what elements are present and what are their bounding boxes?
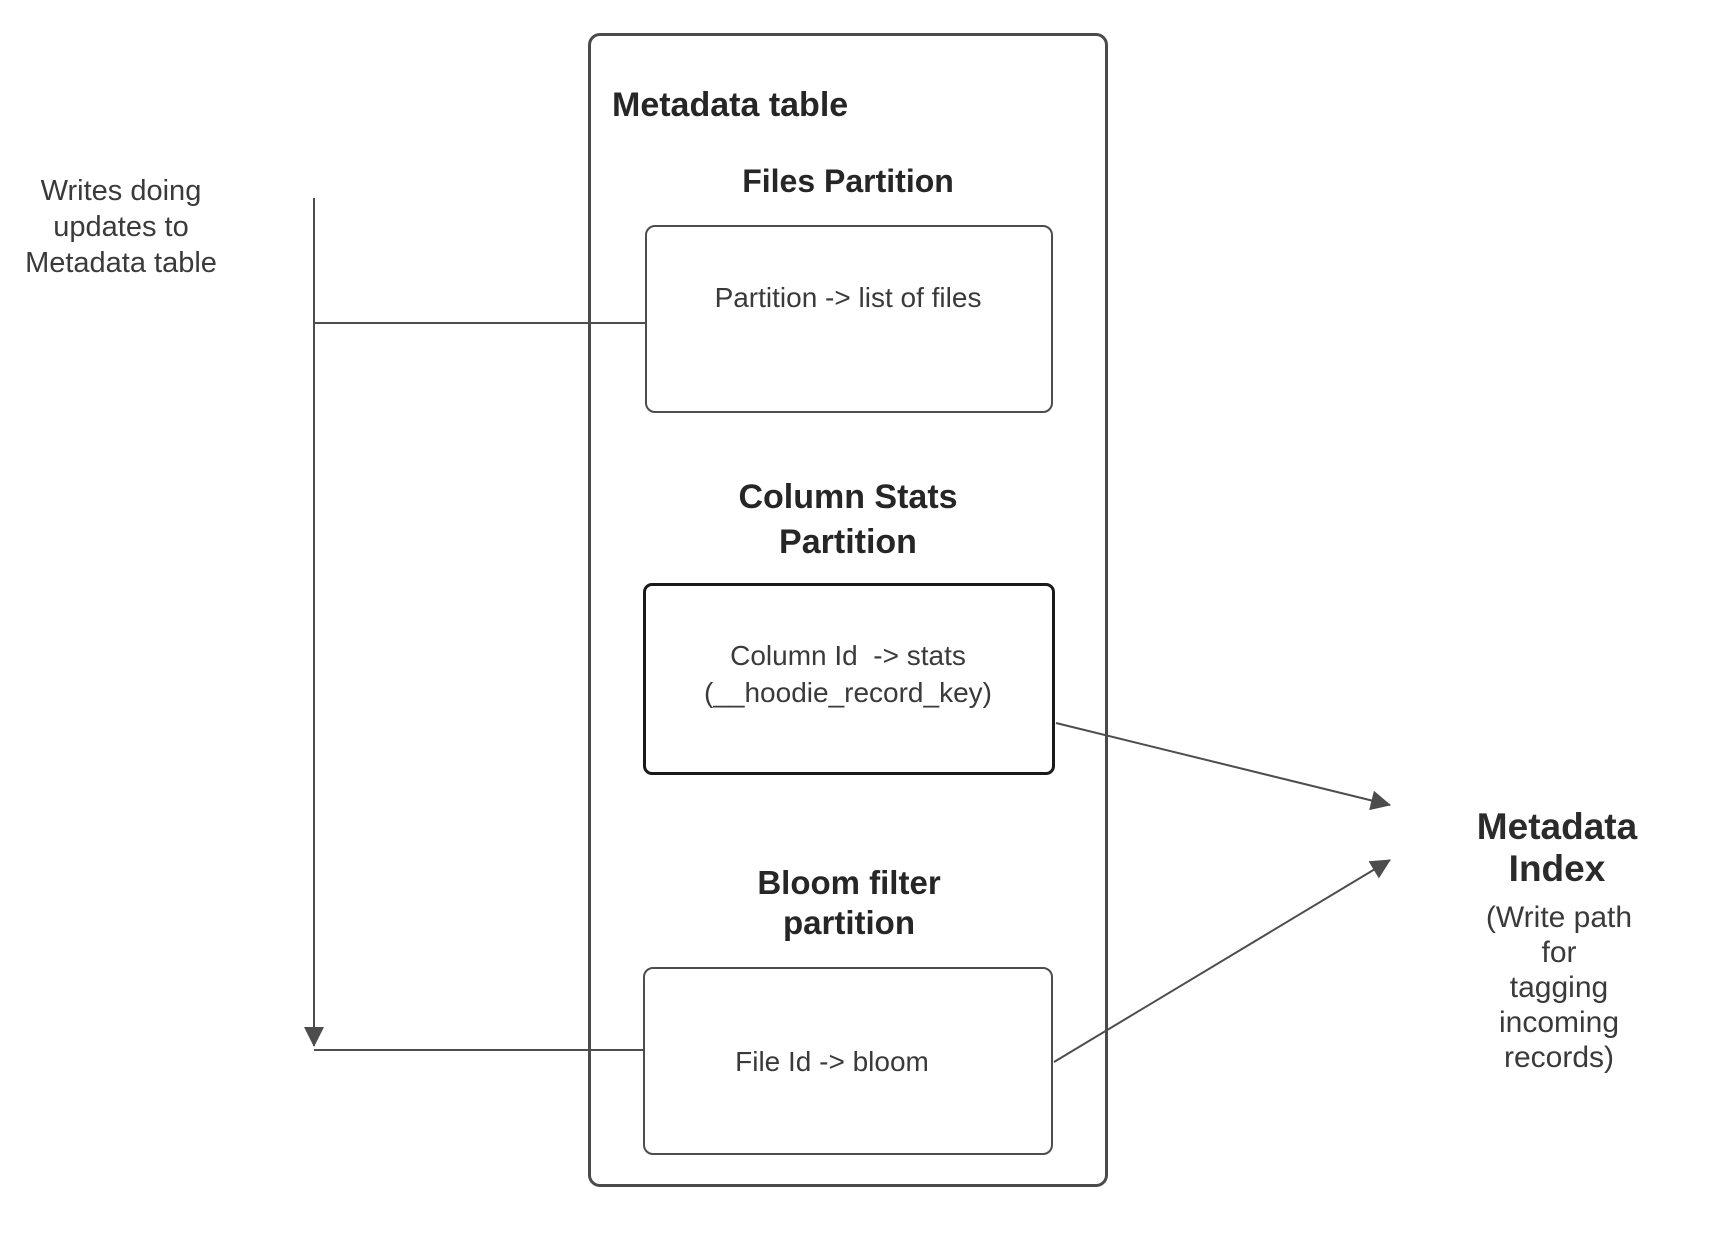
metadata-table-box: [588, 33, 1108, 1187]
files-partition-box: [645, 225, 1053, 413]
metadata-table-title: Metadata table: [612, 86, 849, 124]
column-stats-box: [643, 583, 1055, 775]
writes-note: Writes doing updates to Metadata table: [25, 175, 217, 279]
metadata-index-caption: (Write path for tagging incoming records…: [1485, 901, 1633, 1074]
files-partition-heading: Files Partition: [742, 163, 954, 199]
bloom-filter-box-text: File Id -> bloom: [735, 1046, 929, 1077]
column-stats-heading: Column Stats Partition: [738, 478, 958, 561]
metadata-index-title: Metadata Index: [1476, 806, 1648, 889]
files-partition-box-text: Partition -> list of files: [714, 282, 982, 313]
column-stats-box-text: Column Id -> stats (__hoodie_record_key): [704, 640, 992, 708]
bloom-filter-heading: Bloom filter partition: [757, 864, 941, 941]
bloom-filter-box: [643, 967, 1053, 1155]
